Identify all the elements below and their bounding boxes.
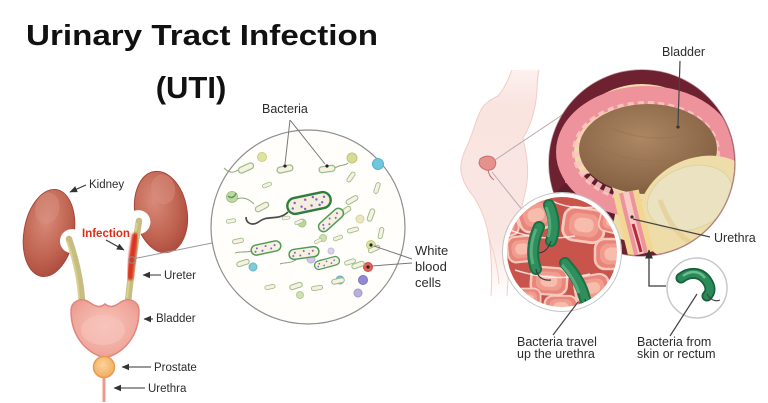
- bladder-label: Bladder: [156, 313, 196, 325]
- urethra-opening: [631, 223, 643, 253]
- travel-label-line2: up the urethra: [517, 347, 595, 361]
- microscope-circle: [210, 129, 406, 325]
- source-label-line1: Bacteria from: [637, 335, 711, 349]
- wbc-label-line3: cells: [415, 275, 442, 290]
- travel-label-line1: Bacteria travel: [517, 335, 597, 349]
- source-leader-line: [669, 293, 698, 337]
- prostate-label: Prostate: [154, 362, 197, 374]
- kidney-right-illustration: [126, 170, 189, 254]
- pelvic-bladder-spot: [478, 155, 497, 171]
- white-blood-cells-illustration: [226, 152, 384, 299]
- uropathogenic-bacteria: [527, 199, 600, 309]
- body-cross-section: Bladder Urethra Bacteria travel up the u…: [460, 45, 756, 361]
- big-bacterium: [245, 190, 332, 225]
- skin-bacterium-circle: [666, 257, 728, 319]
- urethra-leader-line: [632, 218, 711, 238]
- travel-leader-line: [552, 301, 579, 336]
- bladder-leader-line: [677, 60, 681, 126]
- infection-site: [126, 232, 139, 281]
- urethra-label: Urethra: [148, 383, 187, 395]
- urinary-tract-diagram: Kidney Infection Ureter Bladder Prostate…: [22, 170, 213, 402]
- title-line1: Urinary Tract Infection: [26, 20, 378, 52]
- prostate-illustration: [92, 355, 116, 379]
- bladder-highlight: [81, 315, 125, 345]
- entry-path-arrow: [645, 249, 666, 287]
- flagellum: [245, 211, 289, 225]
- wbc-label-line2: blood: [415, 259, 447, 274]
- infection-label: Infection: [82, 228, 130, 240]
- infection-marker-circle: [128, 256, 136, 264]
- kidney-label: Kidney: [89, 179, 124, 191]
- ureter-label: Ureter: [164, 270, 196, 282]
- page-title: Urinary Tract Infection (UTI): [26, 20, 378, 105]
- source-label-line2: skin or rectum: [637, 347, 716, 361]
- closeup-urethra-label: Urethra: [714, 231, 756, 245]
- ureters-illustration: [65, 217, 143, 306]
- magnifier-connector-line: [134, 242, 213, 259]
- microscope-view: Bacteria White blood cells: [210, 102, 448, 325]
- wbc-label-line1: White: [415, 243, 448, 258]
- kidney-left-illustration: [22, 188, 84, 278]
- closeup-bladder-label: Bladder: [662, 45, 705, 59]
- bacteria-rods: [223, 161, 385, 292]
- title-line2: (UTI): [156, 70, 227, 105]
- bacteria-label: Bacteria: [262, 102, 308, 116]
- urethra-lining-circle: [502, 192, 622, 312]
